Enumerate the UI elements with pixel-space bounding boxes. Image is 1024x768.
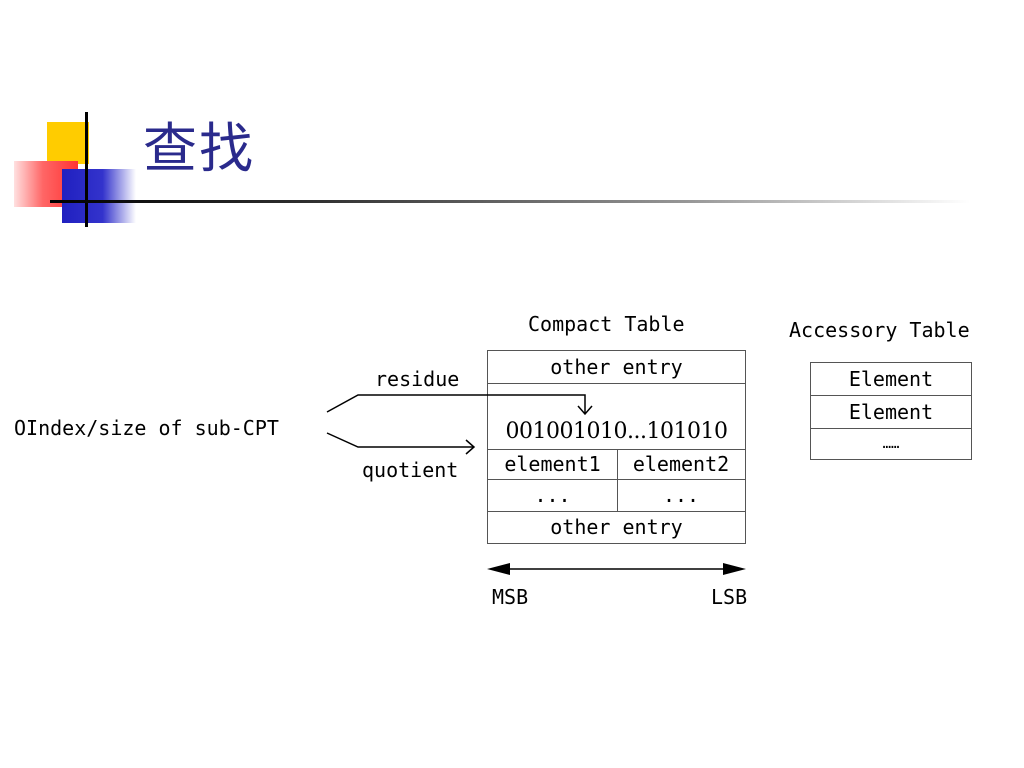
accessory-row: …… <box>882 435 900 452</box>
quotient-label: quotient <box>362 458 459 482</box>
row-divider <box>488 511 745 512</box>
row-divider <box>811 428 971 429</box>
accessory-table: Element Element …… <box>810 362 972 460</box>
accessory-row: Element <box>848 400 934 424</box>
compact-ellipsis-right: ... <box>662 483 700 507</box>
compact-top-entry: other entry <box>550 355 683 379</box>
quotient-arrow <box>326 432 474 448</box>
residue-arrowhead <box>577 405 593 416</box>
msb-label: MSB <box>492 585 529 609</box>
title-underline <box>50 200 970 203</box>
row-divider <box>811 395 971 396</box>
residue-arrow <box>326 394 586 414</box>
accessory-row: Element <box>848 367 934 391</box>
decor-vertical-line <box>85 112 88 227</box>
accessory-table-title: Accessory Table <box>789 318 970 342</box>
decor-yellow-square <box>47 122 89 164</box>
compact-bottom-entry: other entry <box>550 515 683 539</box>
compact-element2: element2 <box>632 452 730 476</box>
compact-ellipsis-left: ... <box>534 483 571 507</box>
quotient-arrowhead <box>465 439 476 455</box>
row-divider <box>488 479 745 480</box>
compact-table: other entry 001001010...101010 element1 … <box>487 350 746 544</box>
compact-element1: element1 <box>504 452 601 476</box>
lsb-arrowhead <box>723 563 746 575</box>
lsb-label: LSB <box>711 585 748 609</box>
row-divider <box>488 449 745 450</box>
compact-bit-string: 001001010...101010 <box>505 418 728 444</box>
compact-table-title: Compact Table <box>528 312 685 336</box>
decor-blue-square <box>62 169 136 223</box>
column-divider <box>617 449 618 511</box>
slide-title: 查找 <box>143 117 255 180</box>
row-divider <box>488 383 745 384</box>
residue-label: residue <box>375 367 460 391</box>
msb-arrowhead <box>487 563 510 575</box>
input-label: OIndex/size of sub-CPT <box>14 416 279 440</box>
